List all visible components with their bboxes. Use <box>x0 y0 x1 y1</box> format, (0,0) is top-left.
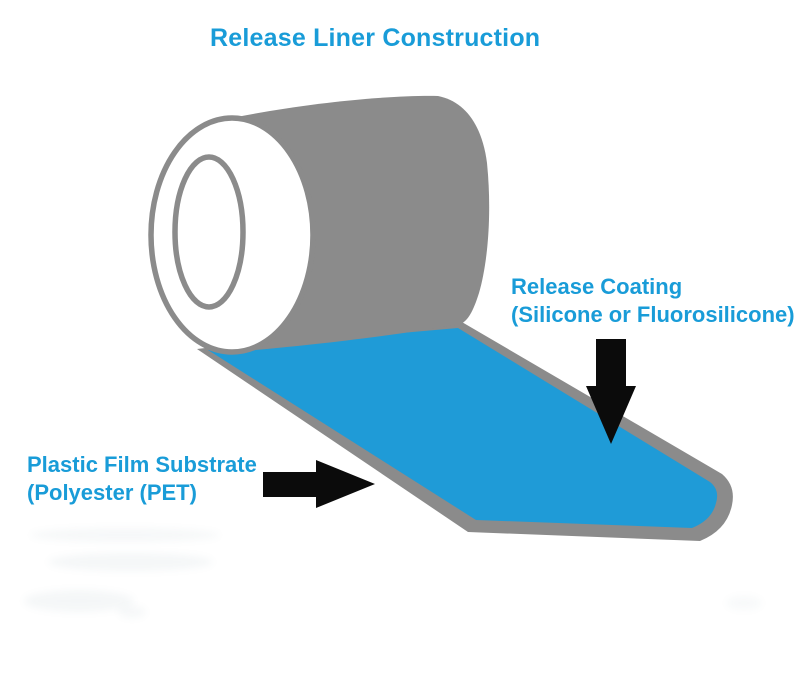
watermark-artifact <box>24 590 134 612</box>
diagram-title: Release Liner Construction <box>210 24 541 52</box>
watermark-artifact <box>118 606 146 618</box>
liner-roll-core <box>172 154 246 310</box>
substrate-label-line2: (Polyester (PET) <box>27 480 197 505</box>
release-coating-label-line1: Release Coating <box>511 274 683 299</box>
right-arrow-icon <box>263 460 375 508</box>
release-coating-surface <box>208 328 718 528</box>
release-coating-label-line2: (Silicone or Fluorosilicone) <box>511 302 795 327</box>
watermark-artifact <box>30 528 220 542</box>
watermark-artifact <box>726 596 762 610</box>
substrate-label: Plastic Film Substrate (Polyester (PET) <box>27 451 257 507</box>
substrate-label-line1: Plastic Film Substrate <box>27 452 257 477</box>
down-arrow-icon <box>586 339 636 444</box>
release-coating-label: Release Coating (Silicone or Fluorosilic… <box>511 273 795 329</box>
watermark-artifact <box>48 553 213 571</box>
